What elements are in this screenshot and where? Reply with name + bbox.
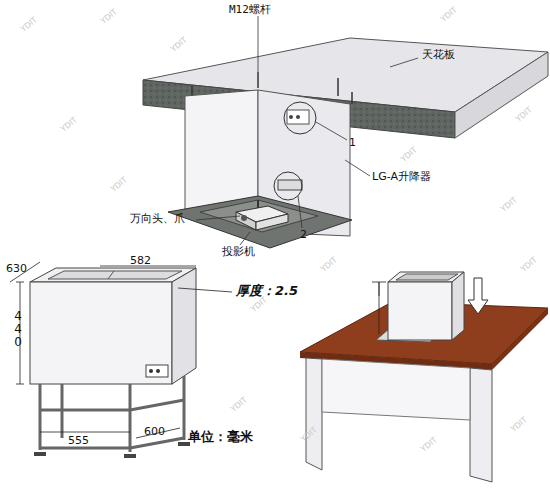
watermark: YDIT bbox=[169, 35, 189, 54]
watermark: YDIT bbox=[229, 395, 249, 414]
callout-number: 2 bbox=[300, 228, 307, 241]
dimension-label: 600 bbox=[144, 425, 165, 438]
dimension-label: 630 bbox=[6, 262, 27, 275]
leader-lines bbox=[196, 16, 418, 245]
part-label: 天花板 bbox=[422, 48, 455, 61]
part-label: M12螺杆 bbox=[229, 3, 271, 16]
watermark: YDIT bbox=[19, 15, 39, 34]
watermark: YDIT bbox=[249, 295, 269, 314]
dimension-label: 582 bbox=[130, 254, 151, 267]
watermark: YDIT bbox=[99, 7, 119, 26]
box-with-stand bbox=[30, 268, 196, 458]
watermark: YDIT bbox=[59, 115, 79, 134]
bottom-plate bbox=[168, 172, 352, 248]
part-label: 单位：毫米 bbox=[188, 429, 253, 445]
watermark: YDIT bbox=[514, 105, 534, 124]
down-arrow bbox=[468, 278, 488, 314]
watermark: YDIT bbox=[319, 255, 339, 274]
part-label: 万向头、爪 bbox=[130, 212, 185, 225]
watermark: YDIT bbox=[519, 255, 539, 274]
part-label: 投影机 bbox=[222, 245, 255, 258]
watermark: YDIT bbox=[499, 195, 519, 214]
watermark: YDIT bbox=[439, 5, 459, 24]
box-in-desk bbox=[372, 272, 464, 340]
watermark: YDIT bbox=[109, 175, 129, 194]
dimension-lines bbox=[10, 262, 232, 438]
dimension-label: 555 bbox=[68, 434, 89, 447]
part-label: LG-A升降器 bbox=[372, 170, 431, 183]
dimension-label: 厚度：2.5 bbox=[236, 283, 298, 299]
watermark: YDIT bbox=[419, 435, 439, 454]
watermark: YDIT bbox=[399, 145, 419, 164]
callout-number: 1 bbox=[349, 136, 356, 149]
watermark: YDIT bbox=[509, 415, 529, 434]
dimension-label: 440 bbox=[12, 310, 24, 350]
projector bbox=[236, 200, 288, 230]
